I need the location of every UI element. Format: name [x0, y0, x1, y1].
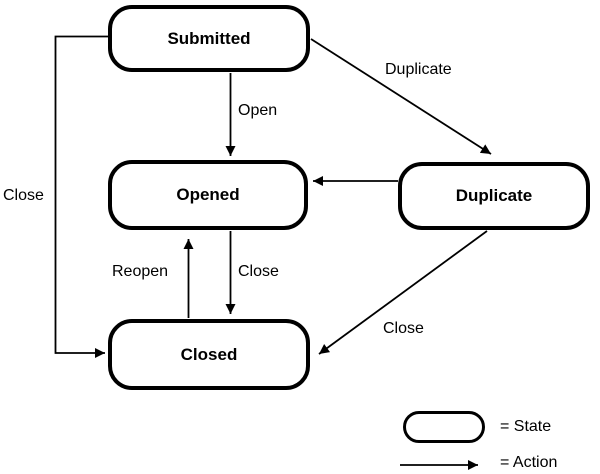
node-closed: Closed — [108, 319, 310, 390]
node-submitted: Submitted — [108, 5, 310, 72]
edge-label-reopen: Reopen — [112, 263, 169, 280]
node-opened: Opened — [108, 160, 308, 230]
edge-label-open: Open — [238, 102, 278, 119]
edge-label-close-middle: Close — [238, 263, 279, 280]
legend-action-label: = Action — [500, 454, 558, 471]
edge-label-duplicate: Duplicate — [385, 61, 452, 78]
node-duplicate: Duplicate — [398, 162, 590, 230]
legend-state-shape — [403, 411, 485, 443]
edge-label-close-duplicate: Close — [383, 320, 424, 337]
legend-state-label: = State — [500, 418, 552, 435]
edge-label-close-left: Close — [3, 187, 44, 204]
